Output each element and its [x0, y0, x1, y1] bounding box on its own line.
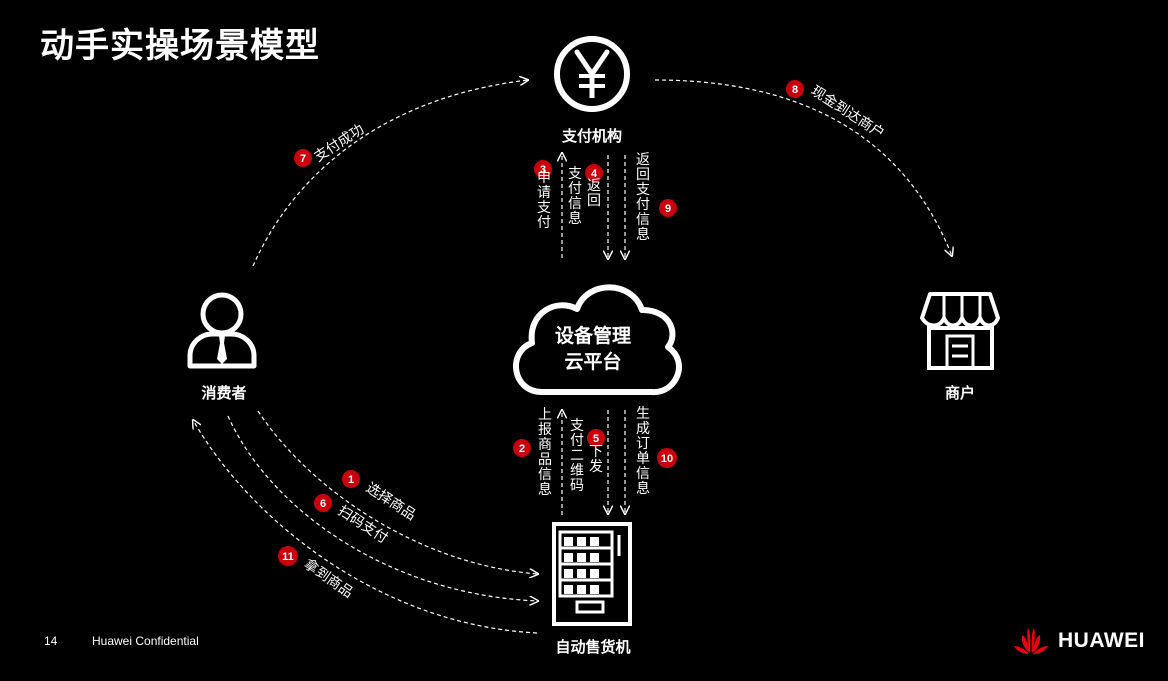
vending-node: 自动售货机	[552, 522, 632, 656]
svg-text:2: 2	[519, 443, 525, 455]
page-title: 动手实操场景模型	[40, 26, 320, 66]
step-badge-9: 9	[659, 199, 677, 217]
step-badge-11: 11	[278, 546, 298, 566]
step-text-6: 扫码支付	[335, 503, 391, 547]
step-text-10: 生成订单信息	[636, 406, 650, 497]
svg-text:11: 11	[282, 551, 294, 563]
consumer-label: 消费者	[201, 384, 246, 402]
svg-text:3: 3	[540, 164, 546, 176]
yen-icon	[554, 36, 630, 112]
merchant-label: 商户	[945, 384, 975, 402]
step-text-9: 返回支付信息	[636, 152, 650, 243]
payment-label: 支付机构	[561, 127, 622, 145]
cloud-label-line2: 云平台	[564, 350, 621, 373]
step-text-3: 申请支付	[537, 170, 551, 231]
confidential-note: Huawei Confidential	[92, 634, 199, 648]
step-text-7: 支付成功	[311, 121, 367, 165]
svg-text:10: 10	[661, 453, 673, 465]
arrow-cash-to-merchant	[654, 79, 952, 256]
svg-text:7: 7	[300, 153, 306, 165]
consumer-node: 消费者	[187, 292, 257, 402]
svg-text:1: 1	[348, 474, 354, 486]
step-text-4-col1: 返回	[587, 178, 601, 209]
vending-label: 自动售货机	[555, 638, 630, 656]
store-icon	[920, 292, 1000, 370]
step-text-2: 上报商品信息	[538, 407, 552, 498]
step-badge-4: 4	[585, 164, 603, 182]
page-number: 14	[44, 634, 58, 648]
user-tie-icon	[187, 292, 257, 369]
brand-name: HUAWEI	[1058, 629, 1145, 652]
step-badge-6: 6	[314, 494, 332, 512]
cloud-node: 设备管理 云平台	[513, 284, 682, 396]
svg-text:9: 9	[665, 203, 671, 215]
arrow-get-goods	[193, 420, 538, 634]
step-badge-2: 2	[513, 439, 531, 457]
merchant-node: 商户	[920, 292, 1000, 402]
arrow-pay-success	[252, 80, 528, 267]
step-badge-10: 10	[657, 448, 677, 468]
payment-node: 支付机构	[554, 36, 630, 145]
step-badge-8: 8	[786, 80, 804, 98]
step-badge-5: 5	[587, 429, 605, 447]
step-text-5-col1: 下发	[589, 444, 603, 475]
step-badge-1: 1	[342, 470, 360, 488]
arrow-select-goods	[257, 410, 538, 574]
arrow-scan-pay	[227, 415, 538, 601]
step-text-11: 拿到商品	[301, 555, 357, 601]
step-badge-3: 3	[534, 160, 552, 178]
step-badge-7: 7	[294, 149, 312, 167]
svg-text:8: 8	[792, 84, 798, 96]
svg-text:5: 5	[593, 433, 599, 445]
step-text-4-col2: 支付信息	[568, 166, 582, 227]
step-text-5-col2: 支付二维码	[570, 418, 584, 494]
svg-text:4: 4	[591, 168, 598, 180]
cloud-label-line1: 设备管理	[555, 324, 631, 347]
huawei-logo-icon	[1014, 628, 1048, 654]
cloud-icon	[513, 284, 682, 396]
vending-machine-icon	[552, 522, 632, 626]
svg-text:6: 6	[320, 498, 326, 510]
